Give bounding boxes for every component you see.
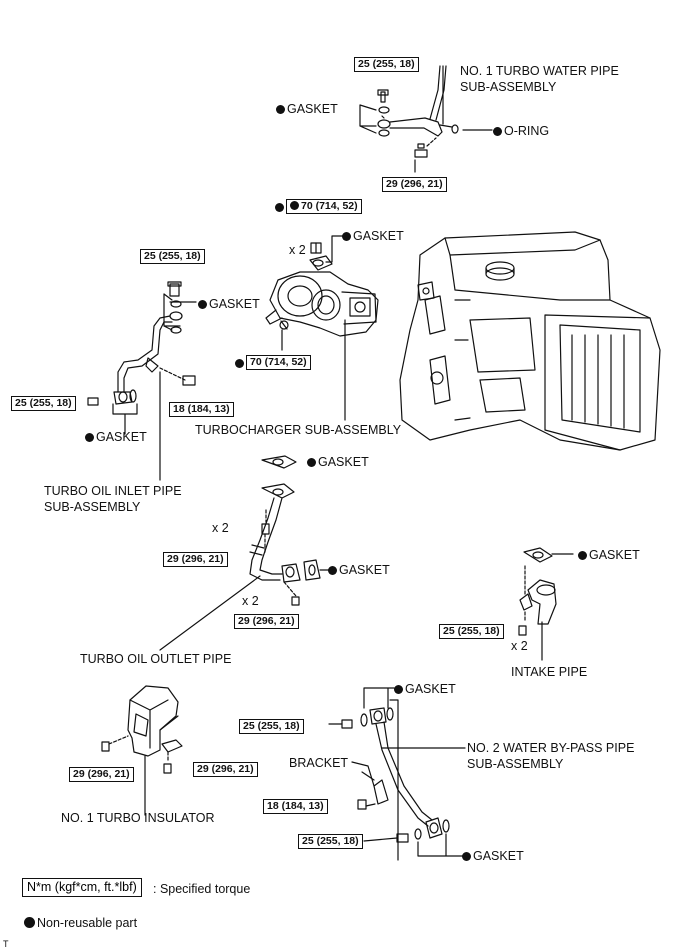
legend-torque-desc: : Specified torque bbox=[153, 882, 251, 896]
torque-bypass-top: 25 (255, 18) bbox=[239, 719, 304, 734]
torque-bypass-bottom: 25 (255, 18) bbox=[298, 834, 363, 849]
intake-pipe-illustration bbox=[518, 547, 557, 636]
torque-oil-outlet-bottom: 29 (296, 21) bbox=[234, 614, 299, 629]
label-gasket-oil-inlet-bottom: GASKET bbox=[85, 430, 147, 444]
label-turbocharger: TURBOCHARGER SUB-ASSEMBLY bbox=[195, 423, 402, 437]
nonreusable-dot-icon bbox=[394, 685, 403, 694]
legend-nonreusable: Non-reusable part bbox=[24, 916, 137, 930]
turbocharger-illustration bbox=[265, 242, 379, 337]
label-gasket-bypass-top: GASKET bbox=[394, 682, 456, 696]
label-oil-outlet: TURBO OIL OUTLET PIPE bbox=[80, 652, 232, 666]
label-water-pipe-line2: SUB-ASSEMBLY bbox=[460, 80, 557, 94]
turbo-insulator-illustration bbox=[101, 685, 183, 774]
torque-water-pipe-top: 25 (255, 18) bbox=[354, 57, 419, 72]
label-oil-inlet-line1: TURBO OIL INLET PIPE bbox=[44, 484, 182, 498]
nonreusable-dot-icon bbox=[24, 917, 35, 928]
torque-turbo-top: 70 (714, 52) bbox=[286, 199, 362, 214]
torque-insulator-left: 29 (296, 21) bbox=[69, 767, 134, 782]
label-gasket-oil-outlet-top: GASKET bbox=[307, 455, 369, 469]
label-water-pipe-line1: NO. 1 TURBO WATER PIPE bbox=[460, 64, 619, 78]
nonreusable-dot-icon bbox=[198, 300, 207, 309]
label-gasket-water-pipe: GASKET bbox=[276, 102, 338, 116]
label-gasket-turbo: GASKET bbox=[342, 229, 404, 243]
nonreusable-dot-icon bbox=[578, 551, 587, 560]
nonreusable-dot-icon bbox=[276, 105, 285, 114]
oil-outlet-pipe-illustration bbox=[249, 483, 321, 606]
label-x2-oil-outlet-top: x 2 bbox=[212, 521, 229, 535]
label-x2-turbo: x 2 bbox=[289, 243, 306, 257]
nonreusable-dot-icon bbox=[307, 458, 316, 467]
engine-block-illustration bbox=[399, 231, 661, 451]
torque-oil-inlet-top: 25 (255, 18) bbox=[140, 249, 205, 264]
torque-insulator-right: 29 (296, 21) bbox=[193, 762, 258, 777]
nonreusable-dot-icon bbox=[493, 127, 502, 136]
label-gasket-intake: GASKET bbox=[578, 548, 640, 562]
label-x2-oil-outlet-bottom: x 2 bbox=[242, 594, 259, 608]
nonreusable-dot-icon bbox=[462, 852, 471, 861]
legend-torque-box: N*m (kgf*cm, ft.*lbf) bbox=[22, 878, 142, 897]
label-insulator: NO. 1 TURBO INSULATOR bbox=[61, 811, 215, 825]
label-bracket: BRACKET bbox=[289, 756, 349, 770]
label-o-ring: O-RING bbox=[493, 124, 549, 138]
label-bypass-line1: NO. 2 WATER BY-PASS PIPE bbox=[467, 741, 635, 755]
nonreusable-dot-icon bbox=[328, 566, 337, 575]
nonreusable-dot-icon bbox=[290, 201, 299, 210]
label-x2-intake: x 2 bbox=[511, 639, 528, 653]
torque-turbo-bottom: 70 (714, 52) bbox=[246, 355, 311, 370]
torque-oil-inlet-left: 25 (255, 18) bbox=[11, 396, 76, 411]
label-intake-pipe: INTAKE PIPE bbox=[511, 665, 588, 679]
nonreusable-dot-icon bbox=[275, 203, 284, 212]
nonreusable-dot-icon bbox=[85, 433, 94, 442]
bypass-pipe-illustration bbox=[341, 707, 450, 843]
oil-inlet-pipe-illustration bbox=[87, 281, 183, 406]
nonreusable-dot-icon bbox=[235, 359, 244, 368]
corner-mark: T bbox=[3, 939, 9, 949]
label-gasket-oil-inlet-top: GASKET bbox=[198, 297, 260, 311]
label-bypass-line2: SUB-ASSEMBLY bbox=[467, 757, 564, 771]
water-pipe-illustration bbox=[377, 65, 459, 158]
nonreusable-dot-icon bbox=[342, 232, 351, 241]
label-gasket-oil-outlet: GASKET bbox=[328, 563, 390, 577]
label-gasket-bypass-bottom: GASKET bbox=[462, 849, 524, 863]
torque-intake: 25 (255, 18) bbox=[439, 624, 504, 639]
torque-oil-inlet-right: 18 (184, 13) bbox=[169, 402, 234, 417]
torque-bypass-bracket: 18 (184, 13) bbox=[263, 799, 328, 814]
torque-water-pipe-bottom: 29 (296, 21) bbox=[382, 177, 447, 192]
torque-oil-outlet-top: 29 (296, 21) bbox=[163, 552, 228, 567]
label-oil-inlet-line2: SUB-ASSEMBLY bbox=[44, 500, 141, 514]
